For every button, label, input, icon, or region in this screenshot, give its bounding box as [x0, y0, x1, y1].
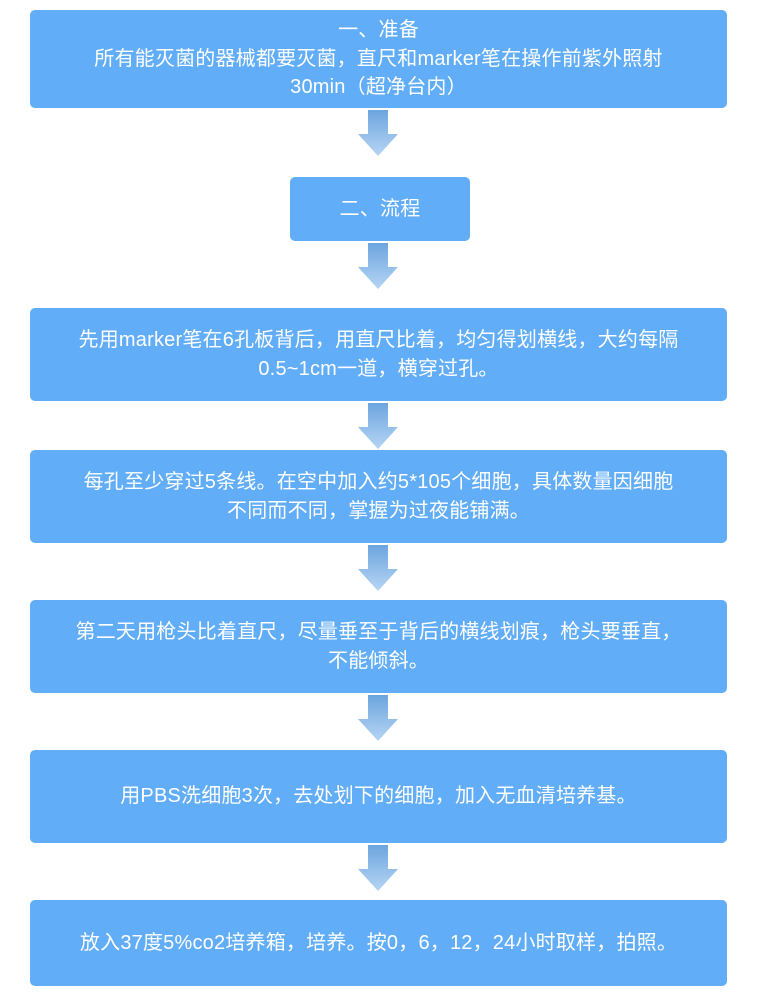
flow-node-preparation[interactable]: 一、准备 所有能灭菌的器械都要灭菌，直尺和marker笔在操作前紫外照射 30m… — [30, 10, 727, 108]
flow-node-label: 第二天用枪头比着直尺，尽量垂至于背后的横线划痕，枪头要垂直， 不能倾斜。 — [75, 621, 682, 672]
flow-node-step-3[interactable]: 第二天用枪头比着直尺，尽量垂至于背后的横线划痕，枪头要垂直， 不能倾斜。 — [30, 600, 727, 693]
flow-node-step-5[interactable]: 放入37度5%co2培养箱，培养。按0，6，12，24小时取样，拍照。 — [30, 900, 727, 986]
flow-node-step-2[interactable]: 每孔至少穿过5条线。在空中加入约5*105个细胞，具体数量因细胞 不同而不同，掌… — [30, 450, 727, 543]
down-arrow-icon — [358, 695, 398, 741]
flow-node-label: 二、流程 — [339, 197, 421, 220]
down-arrow-icon — [358, 403, 398, 449]
flow-node-label: 先用marker笔在6孔板背后，用直尺比着，均匀得划横线，大约每隔 0.5~1c… — [78, 329, 679, 380]
down-arrow-icon — [358, 110, 398, 156]
flow-node-label: 放入37度5%co2培养箱，培养。按0，6，12，24小时取样，拍照。 — [79, 931, 678, 954]
flow-node-step-1[interactable]: 先用marker笔在6孔板背后，用直尺比着，均匀得划横线，大约每隔 0.5~1c… — [30, 308, 727, 401]
flow-node-step-4[interactable]: 用PBS洗细胞3次，去处划下的细胞，加入无血清培养基。 — [30, 750, 727, 843]
flow-node-label: 一、准备 所有能灭菌的器械都要灭菌，直尺和marker笔在操作前紫外照射 30m… — [94, 19, 663, 99]
down-arrow-icon — [358, 845, 398, 891]
flow-node-procedure[interactable]: 二、流程 — [290, 177, 470, 241]
down-arrow-icon — [358, 243, 398, 289]
down-arrow-icon — [358, 545, 398, 591]
flow-node-label: 每孔至少穿过5条线。在空中加入约5*105个细胞，具体数量因细胞 不同而不同，掌… — [83, 471, 674, 522]
flow-node-label: 用PBS洗细胞3次，去处划下的细胞，加入无血清培养基。 — [120, 785, 637, 808]
